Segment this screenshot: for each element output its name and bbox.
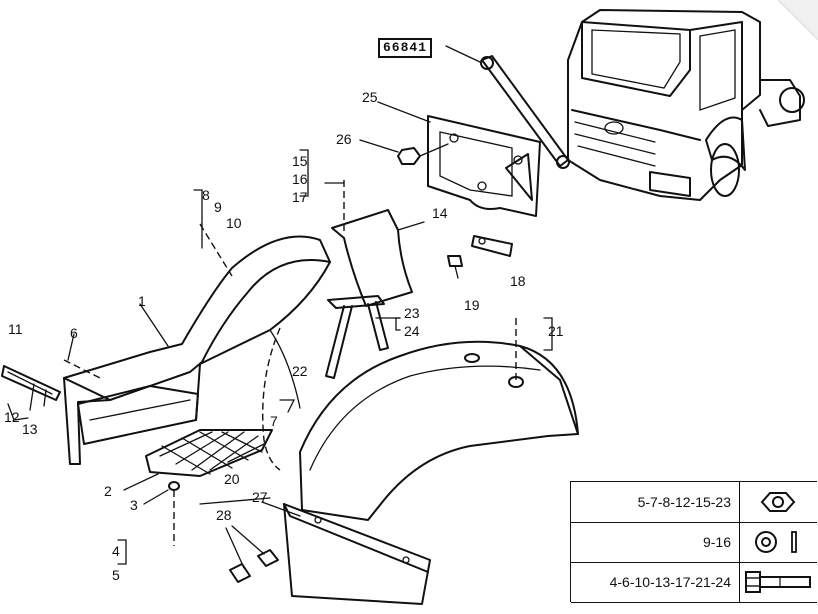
callout-8: 8: [202, 187, 210, 203]
callout-26: 26: [336, 131, 352, 147]
callout-16: 16: [292, 171, 308, 187]
front-mudguard: [63, 223, 331, 465]
fastener-bolts: [225, 525, 279, 583]
legend-row: 9-16: [571, 522, 817, 563]
truck-cab-illustration: [567, 9, 805, 201]
callout-27: 27: [252, 489, 268, 505]
rear-mudguard: [262, 318, 579, 521]
grille-step: [123, 429, 273, 546]
washer-icon: [739, 522, 818, 562]
callout-21: 21: [548, 323, 564, 339]
legend-row: 5-7-8-12-15-23: [571, 482, 817, 523]
legend-row: 4-6-10-13-17-21-24: [571, 562, 817, 603]
bracket-plate: [377, 101, 541, 217]
callout-17: 17: [292, 189, 308, 205]
callout-11: 11: [8, 321, 23, 337]
callout-19: 19: [464, 297, 480, 313]
callout-22: 22: [292, 363, 308, 379]
side-rail: [1, 365, 61, 411]
callout-5: 5: [112, 567, 120, 583]
callout-10: 10: [226, 215, 242, 231]
callout-leaders: [7, 149, 553, 565]
hex-bolt-icon: [739, 562, 818, 602]
mudguard-bracket: [324, 180, 425, 307]
page-corner-fold: [778, 0, 818, 40]
callout-13: 13: [22, 421, 38, 437]
strut-assembly: [445, 45, 570, 169]
support-stay: [325, 295, 401, 379]
mud-flap: [199, 497, 431, 605]
legend-row-text: 5-7-8-12-15-23: [637, 494, 731, 510]
fastener-legend-table: 5-7-8-12-15-23 9-16 4-6-10-13-17-21-24: [570, 481, 817, 603]
callout-25: 25: [362, 89, 378, 105]
clip-and-screw: [447, 235, 513, 279]
callout-15: 15: [292, 153, 308, 169]
callout-18: 18: [510, 273, 526, 289]
callout-1: 1: [138, 293, 146, 309]
legend-row-text: 9-16: [702, 534, 731, 550]
callout-28: 28: [216, 507, 232, 523]
callout-2: 2: [104, 483, 112, 499]
hex-nut-icon: [739, 482, 818, 522]
callout-7: 7: [270, 413, 278, 429]
callout-4: 4: [112, 543, 120, 559]
callout-3: 3: [130, 497, 138, 513]
callout-20: 20: [224, 471, 240, 487]
callout-23: 23: [404, 305, 420, 321]
callout-9: 9: [214, 199, 222, 215]
callout-14: 14: [432, 205, 448, 221]
callout-12: 12: [4, 409, 20, 425]
callout-6: 6: [70, 325, 78, 341]
nut-part: [359, 139, 449, 165]
callout-24: 24: [404, 323, 420, 339]
legend-row-text: 4-6-10-13-17-21-24: [609, 574, 731, 590]
part-number-box: 66841: [378, 38, 433, 58]
